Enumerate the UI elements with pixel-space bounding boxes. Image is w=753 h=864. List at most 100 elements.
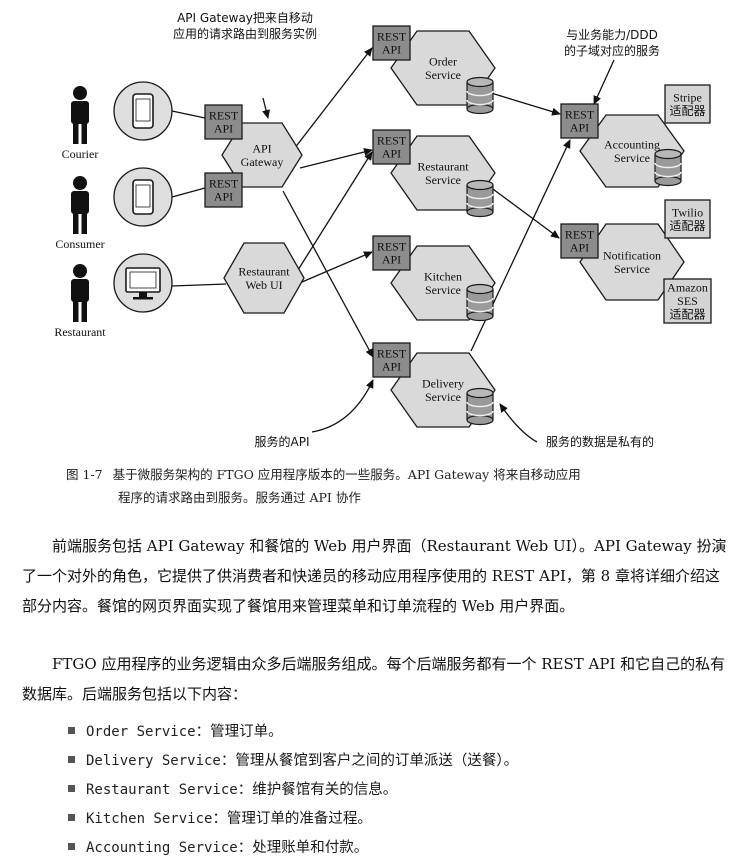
person-leg bbox=[81, 122, 87, 144]
adapter-twilio-box bbox=[664, 199, 711, 239]
service-restaurant-rest-api-box bbox=[372, 129, 411, 165]
service-order-database-top bbox=[466, 76, 494, 88]
rest-api-label: REST bbox=[565, 228, 595, 242]
list-item: Kitchen Service：管理订单的准备过程。 bbox=[68, 805, 518, 834]
api-gateway-hexagon-label: Gateway bbox=[241, 155, 284, 169]
actor-label-consumer: Consumer bbox=[55, 237, 104, 251]
service-restaurant-hexagon-label: Restaurant bbox=[417, 159, 469, 173]
service-name: Delivery Service bbox=[86, 753, 221, 769]
person-leg bbox=[73, 300, 79, 322]
service-restaurant-database-band bbox=[466, 202, 494, 209]
service-kitchen-hexagon-label: Kitchen bbox=[424, 269, 462, 283]
service-accounting-database-bottom bbox=[654, 175, 682, 187]
rest-api-label: REST bbox=[377, 30, 407, 44]
service-order-database-band bbox=[466, 99, 494, 106]
backend-service-list: Order Service：管理订单。 Delivery Service：管理从… bbox=[68, 718, 518, 863]
actor-label-courier: Courier bbox=[62, 147, 99, 161]
service-delivery-database bbox=[466, 387, 494, 426]
arrow-note-privatedata bbox=[499, 403, 538, 443]
rest-api-label: API bbox=[570, 121, 589, 135]
rest-api-label: REST bbox=[377, 347, 407, 361]
service-kitchen-hexagon-label: Service bbox=[425, 283, 461, 297]
gateway-rest-api-top-box bbox=[204, 104, 243, 140]
arrow-note-accounting bbox=[593, 59, 615, 105]
service-delivery-database-bottom bbox=[466, 414, 494, 426]
service-delivery-hexagon-label: Service bbox=[425, 390, 461, 404]
rest-api-label: API bbox=[214, 122, 233, 136]
rest-api-label: API bbox=[570, 241, 589, 255]
service-order-hexagon-label: Order bbox=[429, 54, 457, 68]
service-restaurant-database-band bbox=[466, 193, 494, 200]
arrow-restaurant-webui bbox=[171, 283, 227, 287]
person-leg bbox=[73, 122, 79, 144]
service-delivery-database-top bbox=[466, 387, 494, 399]
service-order-hexagon-label: Service bbox=[425, 68, 461, 82]
service-name: Order Service bbox=[86, 724, 196, 740]
service-accounting-database-top bbox=[654, 148, 682, 160]
person-leg bbox=[73, 212, 79, 234]
restaurant-webui-hexagon-label: Restaurant bbox=[238, 264, 290, 278]
service-kitchen-database-top bbox=[466, 283, 494, 295]
annotation-gateway: 应用的请求路由到服务实例 bbox=[173, 26, 317, 41]
bullet-square-icon bbox=[68, 842, 75, 850]
bullet-square-icon bbox=[68, 726, 75, 734]
arrow-consumer-gateway bbox=[171, 187, 206, 198]
bullet-square-icon bbox=[68, 784, 75, 792]
service-restaurant-database bbox=[466, 179, 494, 218]
arrow-gateway-order bbox=[293, 47, 373, 150]
service-desc: ：管理从餐馆到客户之间的订单派送（送餐）。 bbox=[220, 753, 519, 769]
adapter-stripe-label: Stripe bbox=[673, 90, 702, 104]
arrow-note-gateway bbox=[262, 97, 270, 119]
service-name: Accounting Service bbox=[86, 840, 238, 856]
person-leg bbox=[81, 300, 87, 322]
adapter-amazon-ses-label: SES bbox=[677, 294, 698, 308]
rest-api-label: REST bbox=[377, 240, 407, 254]
restaurant-webui-hexagon-label: Web UI bbox=[245, 278, 282, 292]
adapter-stripe-box bbox=[664, 84, 711, 124]
service-restaurant-hexagon-label: Service bbox=[425, 173, 461, 187]
arrow-gateway-restaurant bbox=[299, 148, 373, 169]
person-torso bbox=[71, 191, 89, 214]
gateway-rest-api-bottom-box bbox=[204, 172, 243, 208]
restaurant-monitor bbox=[113, 253, 173, 313]
caption-line-2: 程序的请求路由到服务。服务通过 API 协作 bbox=[118, 490, 361, 505]
service-delivery-database-band bbox=[466, 401, 494, 408]
service-notification-hexagon-label: Notification bbox=[603, 248, 661, 262]
caption-line-1: 基于微服务架构的 FTGO 应用程序版本的一些服务。API Gateway 将来… bbox=[112, 467, 581, 482]
service-kitchen-rest-api-box bbox=[372, 235, 411, 271]
service-accounting-hexagon-label: Service bbox=[614, 151, 650, 165]
person-leg bbox=[81, 212, 87, 234]
rest-api-label: API bbox=[214, 190, 233, 204]
service-name: Kitchen Service bbox=[86, 811, 213, 827]
phone-screen bbox=[135, 184, 151, 208]
service-kitchen-database bbox=[466, 283, 494, 322]
service-order-database-band bbox=[466, 90, 494, 97]
service-kitchen-database-bottom bbox=[466, 310, 494, 322]
rest-api-label: REST bbox=[209, 109, 239, 123]
monitor-stand bbox=[139, 292, 147, 297]
service-kitchen-database-band bbox=[466, 297, 494, 304]
person-consumer-icon bbox=[71, 176, 89, 234]
arrow-webui-restaurant bbox=[297, 151, 373, 271]
annotation-subdomain: 的子域对应的服务 bbox=[564, 43, 660, 58]
service-notification-hexagon-label: Service bbox=[614, 262, 650, 276]
list-item: Delivery Service：管理从餐馆到客户之间的订单派送（送餐）。 bbox=[68, 747, 518, 776]
actor-label-restaurant: Restaurant bbox=[54, 325, 106, 339]
service-kitchen-database-band bbox=[466, 306, 494, 313]
person-head bbox=[73, 264, 87, 278]
annotation-subdomain: 与业务能力/DDD bbox=[566, 27, 658, 42]
rest-api-label: API bbox=[382, 253, 401, 267]
service-restaurant-database-bottom bbox=[466, 206, 494, 218]
list-item: Restaurant Service：维护餐馆有关的信息。 bbox=[68, 776, 518, 805]
service-order-database bbox=[466, 76, 494, 115]
rest-api-label: REST bbox=[209, 177, 239, 191]
service-accounting-database-band bbox=[654, 162, 682, 169]
